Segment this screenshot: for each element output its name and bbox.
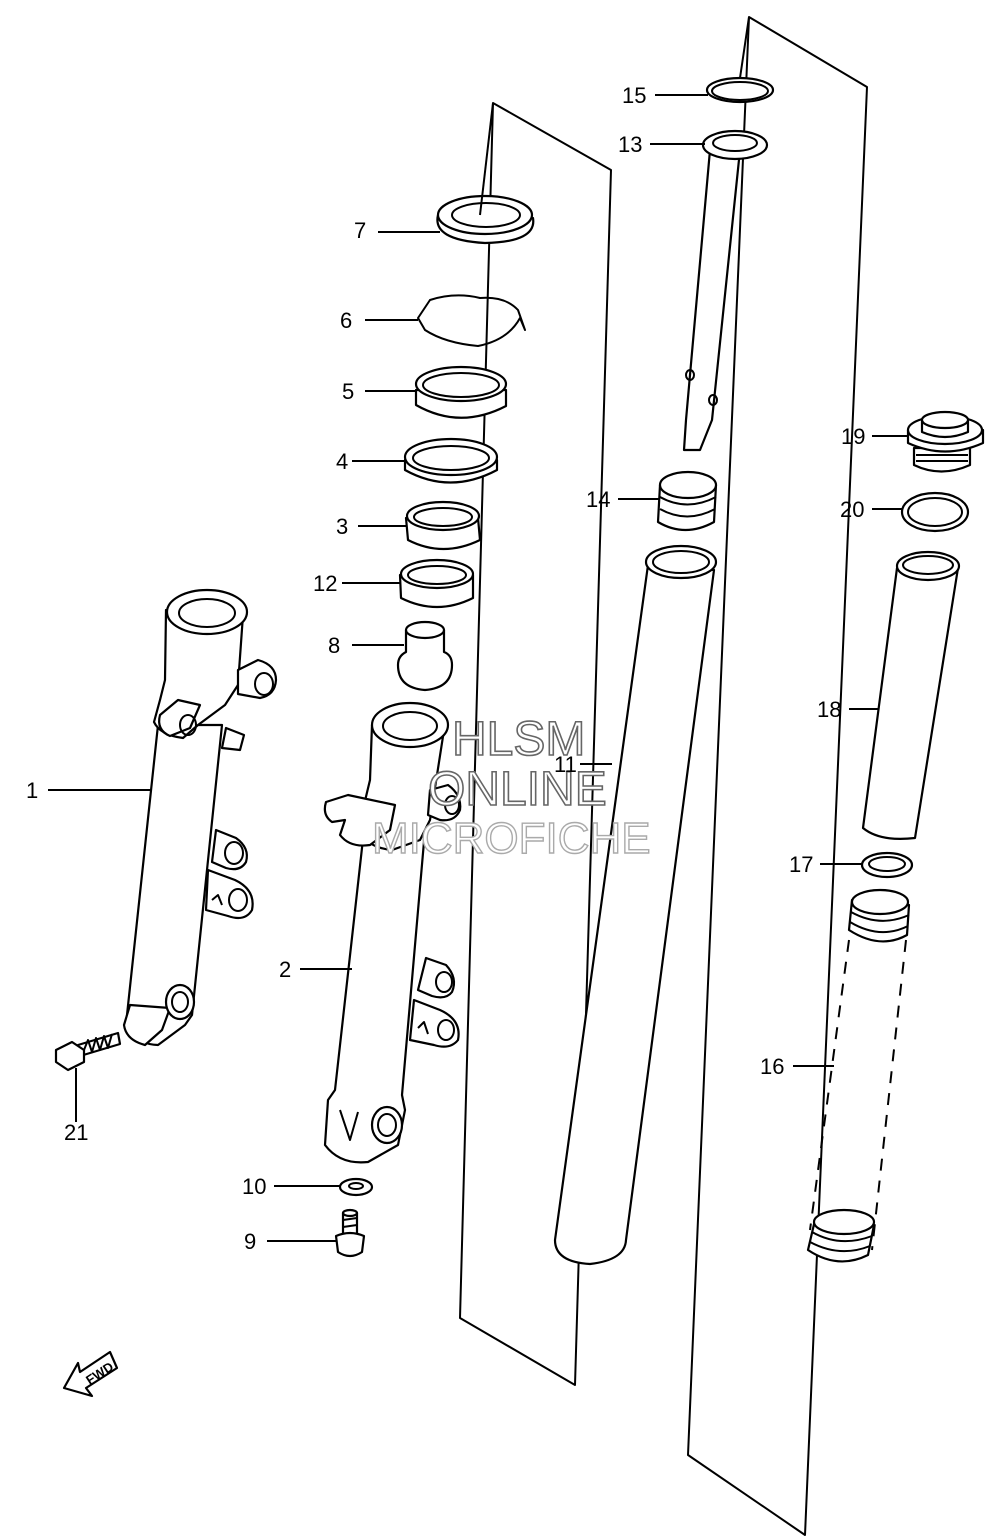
part-20-o-ring: [900, 491, 970, 533]
part-9-bolt: [334, 1208, 366, 1258]
callout-18: 18: [817, 697, 841, 722]
callout-3: 3: [336, 514, 348, 539]
callout-9: 9: [244, 1229, 256, 1254]
part-10-gasket: [338, 1177, 374, 1197]
part-17-spring-washer: [860, 851, 914, 879]
part-19-cap-bolt: [906, 410, 985, 473]
part-21-bolt: [54, 1031, 122, 1072]
part-16-fork-spring: [806, 888, 911, 1263]
part-12-guide-bushing: [398, 558, 475, 608]
part-8-oil-lock-piece: [396, 620, 454, 692]
callout-16: 16: [760, 1054, 784, 1079]
part-4-oil-seal-washer: [403, 437, 499, 484]
part-11-inner-tube: [553, 544, 718, 1266]
callout-1: 1: [26, 778, 38, 803]
part-1-outer-tube: [122, 588, 278, 1047]
callout-11: 11: [554, 752, 577, 777]
callout-20: 20: [840, 497, 864, 522]
fwd-arrow-icon: FWD: [62, 1350, 119, 1398]
watermark-line1: HLSM: [452, 713, 585, 766]
callout-13: 13: [618, 132, 642, 157]
part-5-oil-seal: [414, 365, 508, 419]
callout-2: 2: [279, 957, 291, 982]
callout-5: 5: [342, 379, 354, 404]
watermark-line2: ONLINE: [428, 763, 607, 816]
callout-6: 6: [340, 308, 352, 333]
callout-8: 8: [328, 633, 340, 658]
callout-17: 17: [789, 852, 813, 877]
part-15-snap-ring: [705, 76, 775, 104]
panel-frame-right: [687, 16, 868, 1536]
part-3-slide-bushing: [404, 500, 482, 550]
callout-19: 19: [841, 424, 865, 449]
watermark-line3: MICROFICHE: [372, 814, 651, 863]
part-6-stopper-ring: [417, 294, 526, 347]
callout-7: 7: [354, 218, 366, 243]
part-14-spring-seat: [656, 470, 718, 532]
part-18-spacer: [861, 550, 961, 840]
callout-21: 21: [64, 1120, 88, 1145]
part-7-dust-seal: [436, 194, 535, 245]
callout-12: 12: [313, 571, 337, 596]
part-13-damper-rod: [682, 129, 769, 452]
leader-lines: [48, 16, 908, 1242]
callout-10: 10: [242, 1174, 266, 1199]
callout-14: 14: [586, 487, 610, 512]
callout-4: 4: [336, 449, 348, 474]
callout-15: 15: [622, 83, 646, 108]
panel-frame-middle: [459, 102, 612, 1386]
part-2-outer-tube: [323, 701, 462, 1164]
